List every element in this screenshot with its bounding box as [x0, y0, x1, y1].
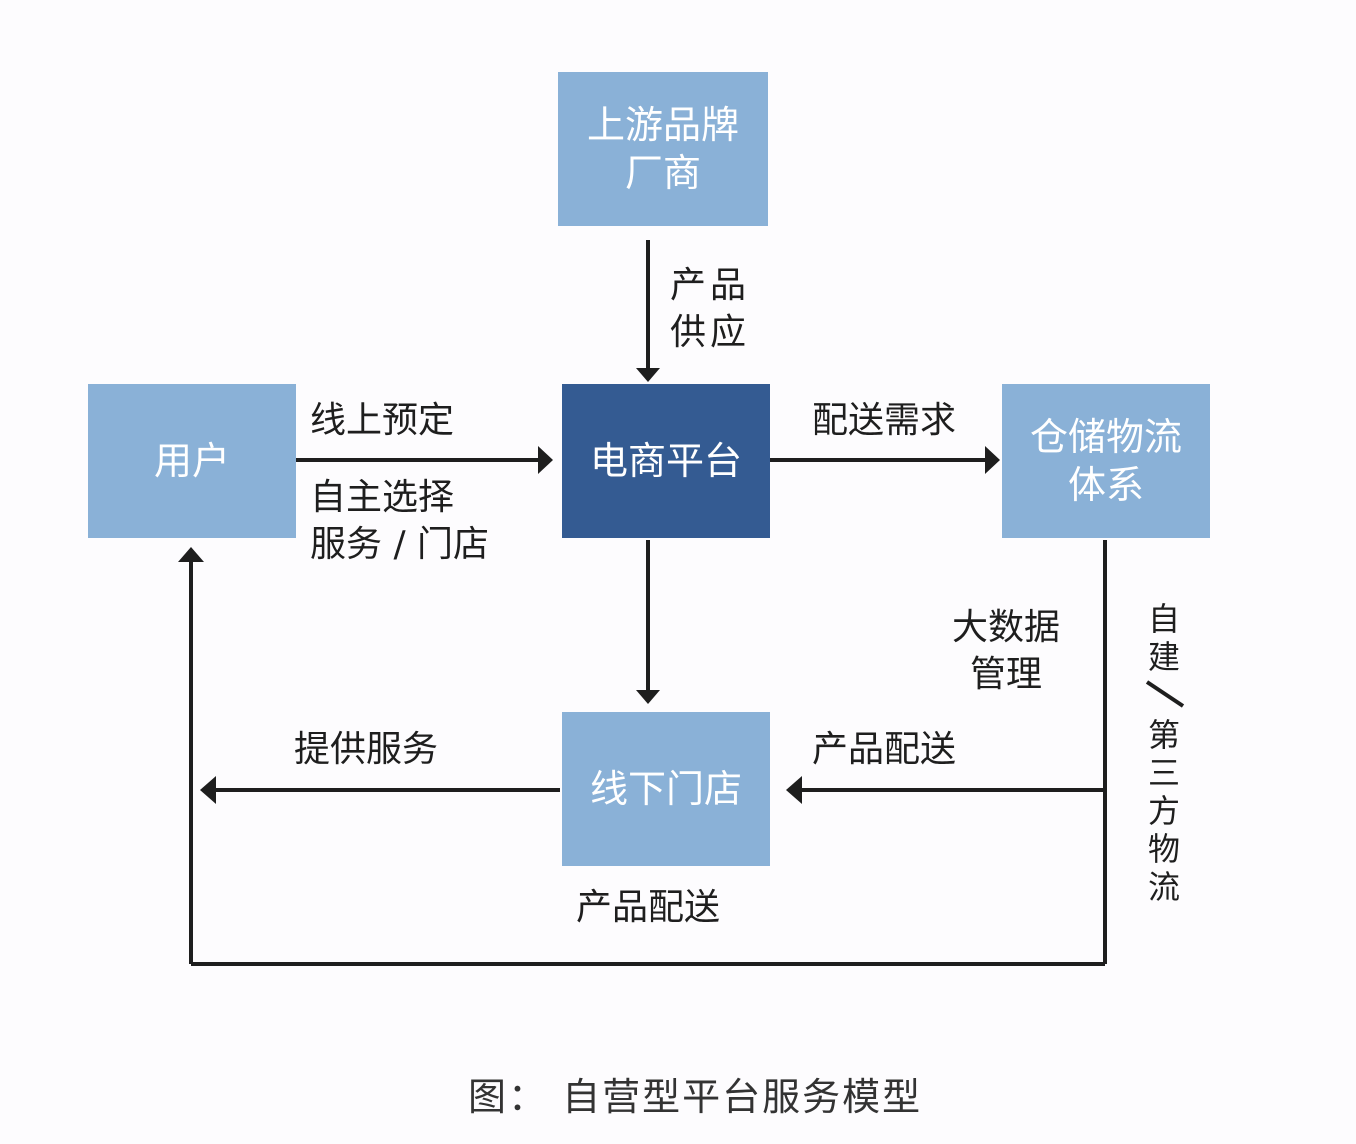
label-delivery-demand: 配送需求 — [812, 400, 957, 441]
arrowhead-loop-user — [178, 547, 204, 562]
label-big-data: 大数据 管理 — [952, 604, 1060, 698]
label-product-delivery-store: 产品配送 — [812, 729, 957, 770]
arrowhead-user-platform — [538, 446, 553, 474]
vchar: 建 — [1147, 638, 1180, 676]
label-supply: 产品 供应 — [670, 262, 750, 356]
label-supply-line2: 供应 — [670, 312, 751, 353]
vchar: 方 — [1147, 792, 1180, 830]
node-logistics: 仓储物流 体系 — [1002, 384, 1210, 538]
arrowhead-store-user — [200, 776, 216, 804]
label-big-data-line2: 管理 — [970, 654, 1043, 695]
figure-caption: 图： 自营型平台服务模型 — [468, 1075, 923, 1119]
label-self-select-line1: 自主选择 — [310, 477, 455, 518]
node-upstream-line1: 上游品牌 — [586, 103, 739, 147]
node-user: 用户 — [88, 384, 296, 538]
vchar: 物 — [1147, 830, 1180, 868]
vchar: 自 — [1147, 600, 1180, 638]
label-supply-line1: 产品 — [670, 265, 751, 306]
vchar: 三 — [1147, 754, 1180, 792]
label-self-built: 自 建 — [1144, 600, 1184, 676]
arrowhead-platform-store — [636, 690, 660, 704]
label-self-select-line2: 服务 / 门店 — [310, 524, 490, 565]
node-logistics-line2: 体系 — [1067, 463, 1144, 507]
node-upstream-brand: 上游品牌 厂商 — [558, 72, 768, 226]
label-third-party: 第 三 方 物 流 — [1144, 716, 1184, 906]
node-upstream-line2: 厂商 — [624, 151, 701, 195]
label-big-data-line1: 大数据 — [952, 607, 1061, 648]
node-user-label: 用户 — [153, 439, 230, 483]
node-platform-label: 电商平台 — [589, 439, 742, 483]
arrowhead-logistics-store — [786, 776, 802, 804]
label-online-booking: 线上预定 — [310, 400, 455, 441]
label-product-delivery-user: 产品配送 — [576, 887, 721, 928]
node-ecommerce-platform: 电商平台 — [562, 384, 770, 538]
arrowhead-upstream-platform — [636, 368, 660, 382]
node-store-label: 线下门店 — [589, 767, 742, 811]
arrowhead-platform-logistics — [985, 446, 1000, 474]
node-logistics-line1: 仓储物流 — [1029, 415, 1182, 459]
vchar: 流 — [1147, 868, 1180, 906]
separator-slash — [1145, 680, 1185, 708]
label-provide-service: 提供服务 — [294, 729, 439, 770]
vchar: 第 — [1147, 716, 1180, 754]
node-offline-store: 线下门店 — [562, 712, 770, 866]
label-self-select: 自主选择 服务 / 门店 — [310, 474, 489, 568]
